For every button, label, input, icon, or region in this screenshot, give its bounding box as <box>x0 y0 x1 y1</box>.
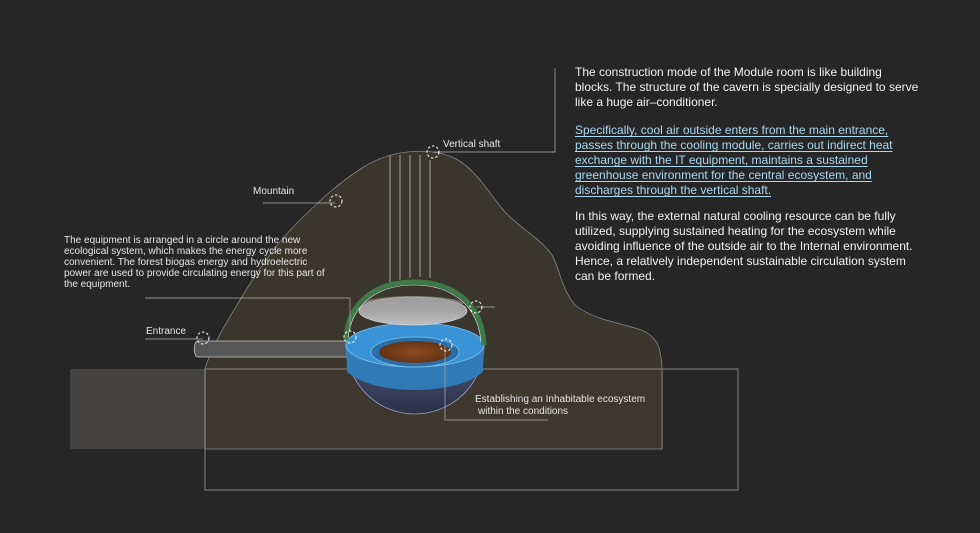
equipment-marker <box>343 330 357 344</box>
ecosystem-marker <box>439 338 453 352</box>
green-dome <box>343 279 487 346</box>
paragraph-construction-mode: The construction mode of the Module room… <box>575 65 919 109</box>
vertical-shaft-marker <box>426 145 440 159</box>
paragraph-sustainable-system: In this way, the external natural coolin… <box>575 209 913 283</box>
label-ecosystem-line2: within the conditions <box>478 406 569 417</box>
leader-lines <box>145 68 556 421</box>
mountain-marker <box>329 194 343 208</box>
paragraph-airflow-process[interactable]: Specifically, cool air outside enters fr… <box>575 123 893 197</box>
label-vertical-shaft: Vertical shaft <box>443 139 501 150</box>
entrance-marker <box>196 331 210 345</box>
marker-circles <box>196 145 483 352</box>
label-entrance: Entrance <box>146 326 187 337</box>
cooling-disk-top <box>363 296 463 312</box>
entrance-tunnel <box>193 340 349 358</box>
soil-core <box>379 341 451 363</box>
label-ecosystem-line1: Establishing an Inhabitable ecosystem <box>475 394 646 405</box>
dome-marker <box>469 300 483 314</box>
label-mountain: Mountain <box>253 186 295 197</box>
green-dome-shade <box>347 284 482 343</box>
label-equipment-description: The equipment is arranged in a circle ar… <box>64 235 325 290</box>
vertical-shafts <box>389 155 431 282</box>
